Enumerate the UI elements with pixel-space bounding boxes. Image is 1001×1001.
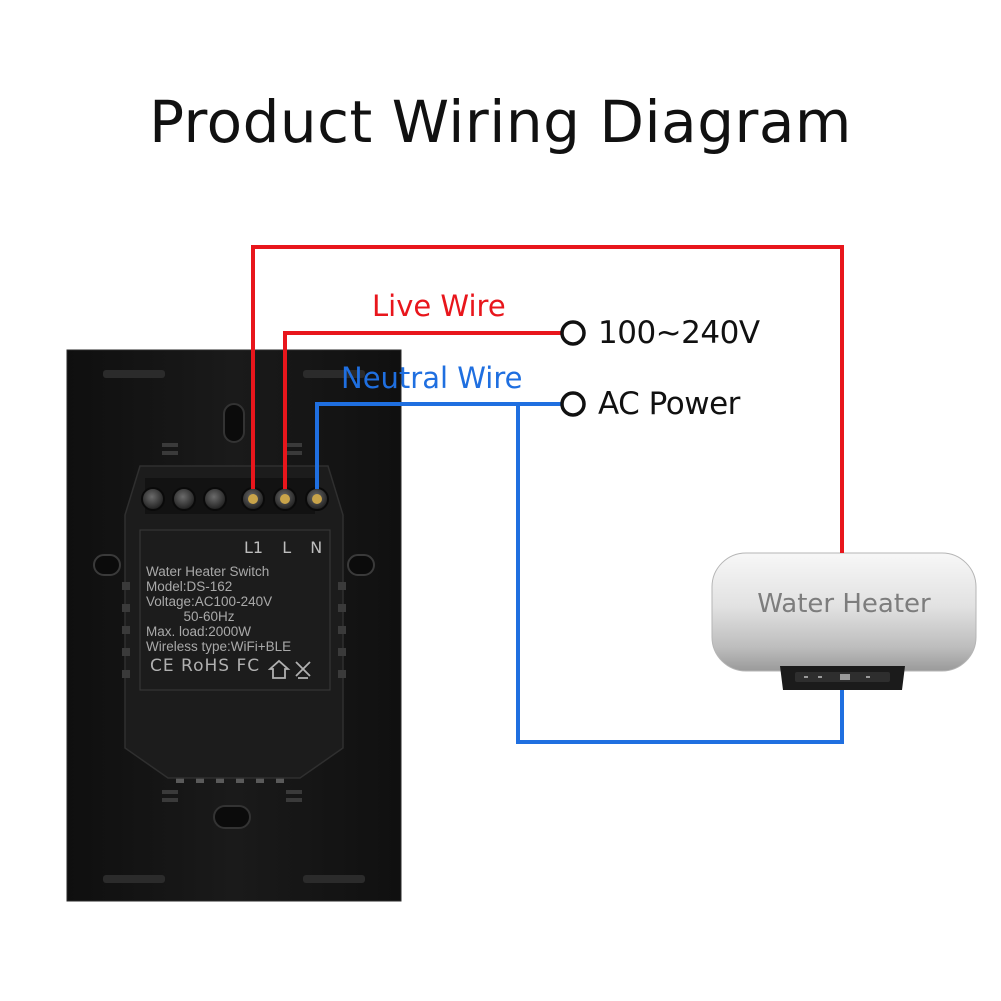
live-wire <box>251 245 844 553</box>
spec-line: 50-60Hz <box>146 609 235 624</box>
terminal-label-n: N <box>310 538 323 557</box>
water-heater <box>711 552 977 690</box>
terminal-screw <box>172 487 196 511</box>
page-title: Product Wiring Diagram <box>149 88 852 156</box>
certification-marks: CE RoHS FC <box>150 656 261 676</box>
switch-module <box>122 465 346 779</box>
ac-power-label: AC Power <box>598 386 740 422</box>
terminal-labels: L1 L N <box>244 538 336 557</box>
spec-line: Voltage:AC100-240V <box>146 594 273 609</box>
terminal-label-l: L <box>282 538 292 557</box>
spec-line: Max. load:2000W <box>146 624 252 639</box>
spec-line: Water Heater Switch <box>146 564 270 579</box>
power-terminal-live <box>560 320 586 346</box>
terminal-screw <box>203 487 227 511</box>
water-heater-label: Water Heater <box>757 589 931 619</box>
neutral-wire-label: Neutral Wire <box>341 361 523 395</box>
terminal-screw <box>141 487 165 511</box>
live-wire-label: Live Wire <box>372 289 506 323</box>
spec-line: Wireless type:WiFi+BLE <box>146 639 292 654</box>
voltage-label: 100~240V <box>598 315 760 351</box>
certification-icons <box>268 659 311 679</box>
neutral-wire <box>315 402 844 744</box>
spec-line: Model:DS-162 <box>146 579 233 594</box>
terminal-label-l1: L1 <box>244 538 264 557</box>
switch-spec-label: Water Heater Switch Model:DS-162 Voltage… <box>146 564 291 654</box>
power-terminal-neutral <box>560 391 586 417</box>
